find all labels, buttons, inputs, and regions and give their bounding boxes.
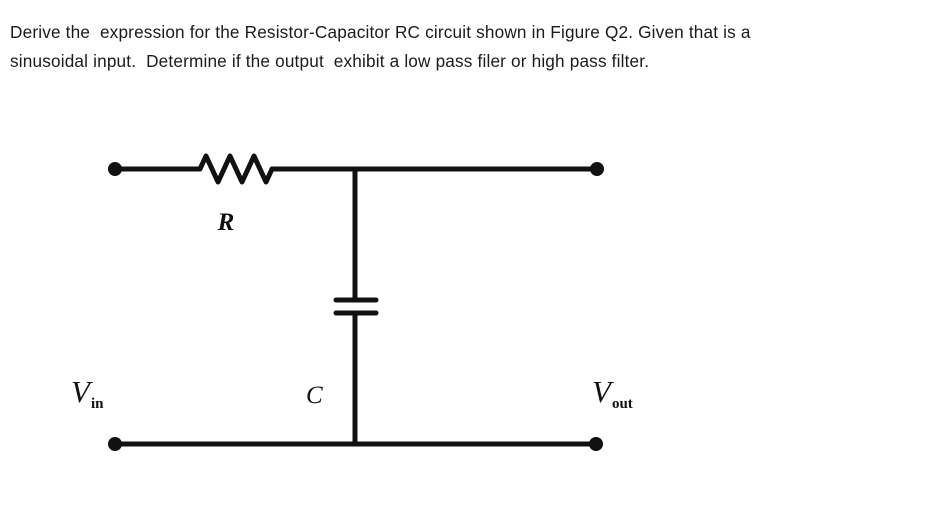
output-voltage-subscript: out	[611, 396, 633, 412]
resistor-label: R	[217, 209, 235, 236]
input-bottom-terminal-dot	[108, 437, 122, 451]
input-voltage-label: Vin	[71, 374, 104, 412]
output-top-terminal-dot	[590, 162, 604, 176]
input-top-terminal-dot	[108, 162, 122, 176]
rc-circuit-figure: R C Vin Vout	[0, 90, 936, 518]
resistor-zigzag-icon	[197, 153, 275, 185]
output-bottom-terminal-dot	[589, 437, 603, 451]
terminal-dots	[108, 162, 604, 451]
question-text: Derive the expression for the Resistor-C…	[10, 18, 922, 76]
input-voltage-subscript: in	[90, 396, 104, 412]
output-voltage-label: Vout	[592, 374, 633, 412]
circuit-wires	[112, 153, 600, 447]
circuit-schematic-svg	[108, 153, 604, 451]
output-voltage-symbol: V	[592, 374, 611, 409]
capacitor-label: C	[306, 382, 323, 409]
input-voltage-symbol: V	[71, 374, 90, 409]
question-line-1: Derive the expression for the Resistor-C…	[10, 22, 751, 42]
question-line-2: sinusoidal input. Determine if the outpu…	[10, 51, 650, 71]
